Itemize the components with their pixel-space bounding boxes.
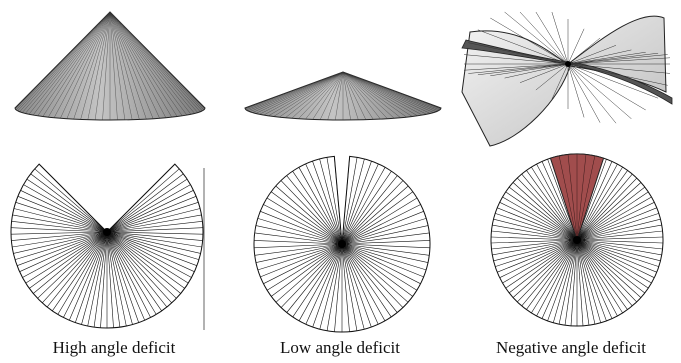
negative-deficit-flattened-pattern xyxy=(491,154,663,326)
caption-low-angle-deficit: Low angle deficit xyxy=(240,338,440,360)
saddle-ray xyxy=(568,64,600,123)
low-deficit-flattened-pattern xyxy=(254,156,430,332)
caption-negative-angle-deficit: Negative angle deficit xyxy=(466,338,676,360)
negative-deficit-saddle xyxy=(462,12,672,146)
low-deficit-cone xyxy=(245,72,441,120)
pattern-apex xyxy=(103,228,111,236)
pattern-apex xyxy=(573,236,581,244)
high-deficit-flattened-pattern xyxy=(11,164,203,328)
pattern-apex xyxy=(338,240,346,248)
saddle-apex xyxy=(565,61,571,67)
caption-high-angle-deficit: High angle deficit xyxy=(14,338,214,360)
high-deficit-cone xyxy=(15,12,205,120)
